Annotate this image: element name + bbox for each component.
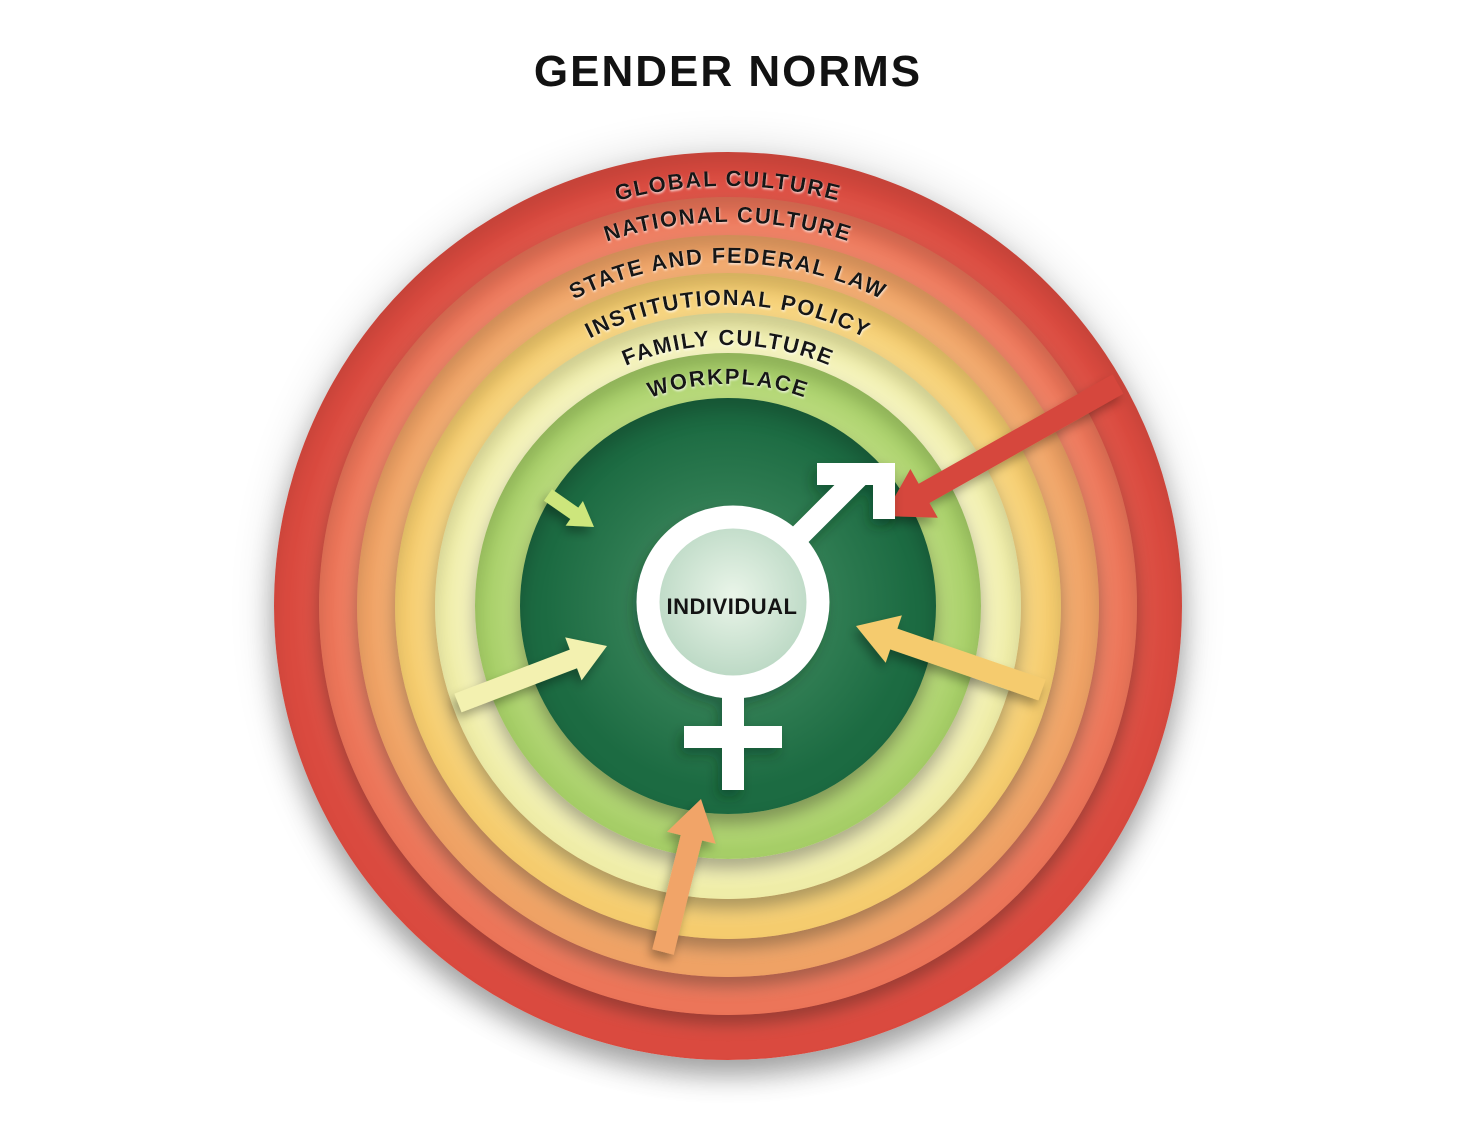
male-female-symbol-icon [636,463,895,790]
arrow-from-institutional-policy-icon [856,615,1046,701]
symbol-cross-horizontal [684,726,782,748]
arrow-from-workplace-icon [544,489,594,527]
arrow-from-family-culture-icon [454,637,607,713]
center-label-individual: INDIVIDUAL [667,594,798,619]
symbol-inner-circle [658,527,808,677]
page-title: GENDER NORMS [534,47,922,96]
influence-arrows [454,374,1124,955]
ring-label-national-culture: NATIONAL CULTURE [601,202,856,246]
arrow-from-global-culture-icon [884,374,1124,518]
ring-label-global-culture: GLOBAL CULTURE [612,166,844,206]
ring-label-workplace: WORKPLACE [644,364,812,403]
ring-label-family-culture: FAMILY CULTURE [618,325,837,371]
symbol-arrow-head [817,463,895,519]
ring-labels: GLOBAL CULTURE NATIONAL CULTURE STATE AN… [565,166,889,403]
arrow-from-state-federal-law-icon [652,799,716,955]
